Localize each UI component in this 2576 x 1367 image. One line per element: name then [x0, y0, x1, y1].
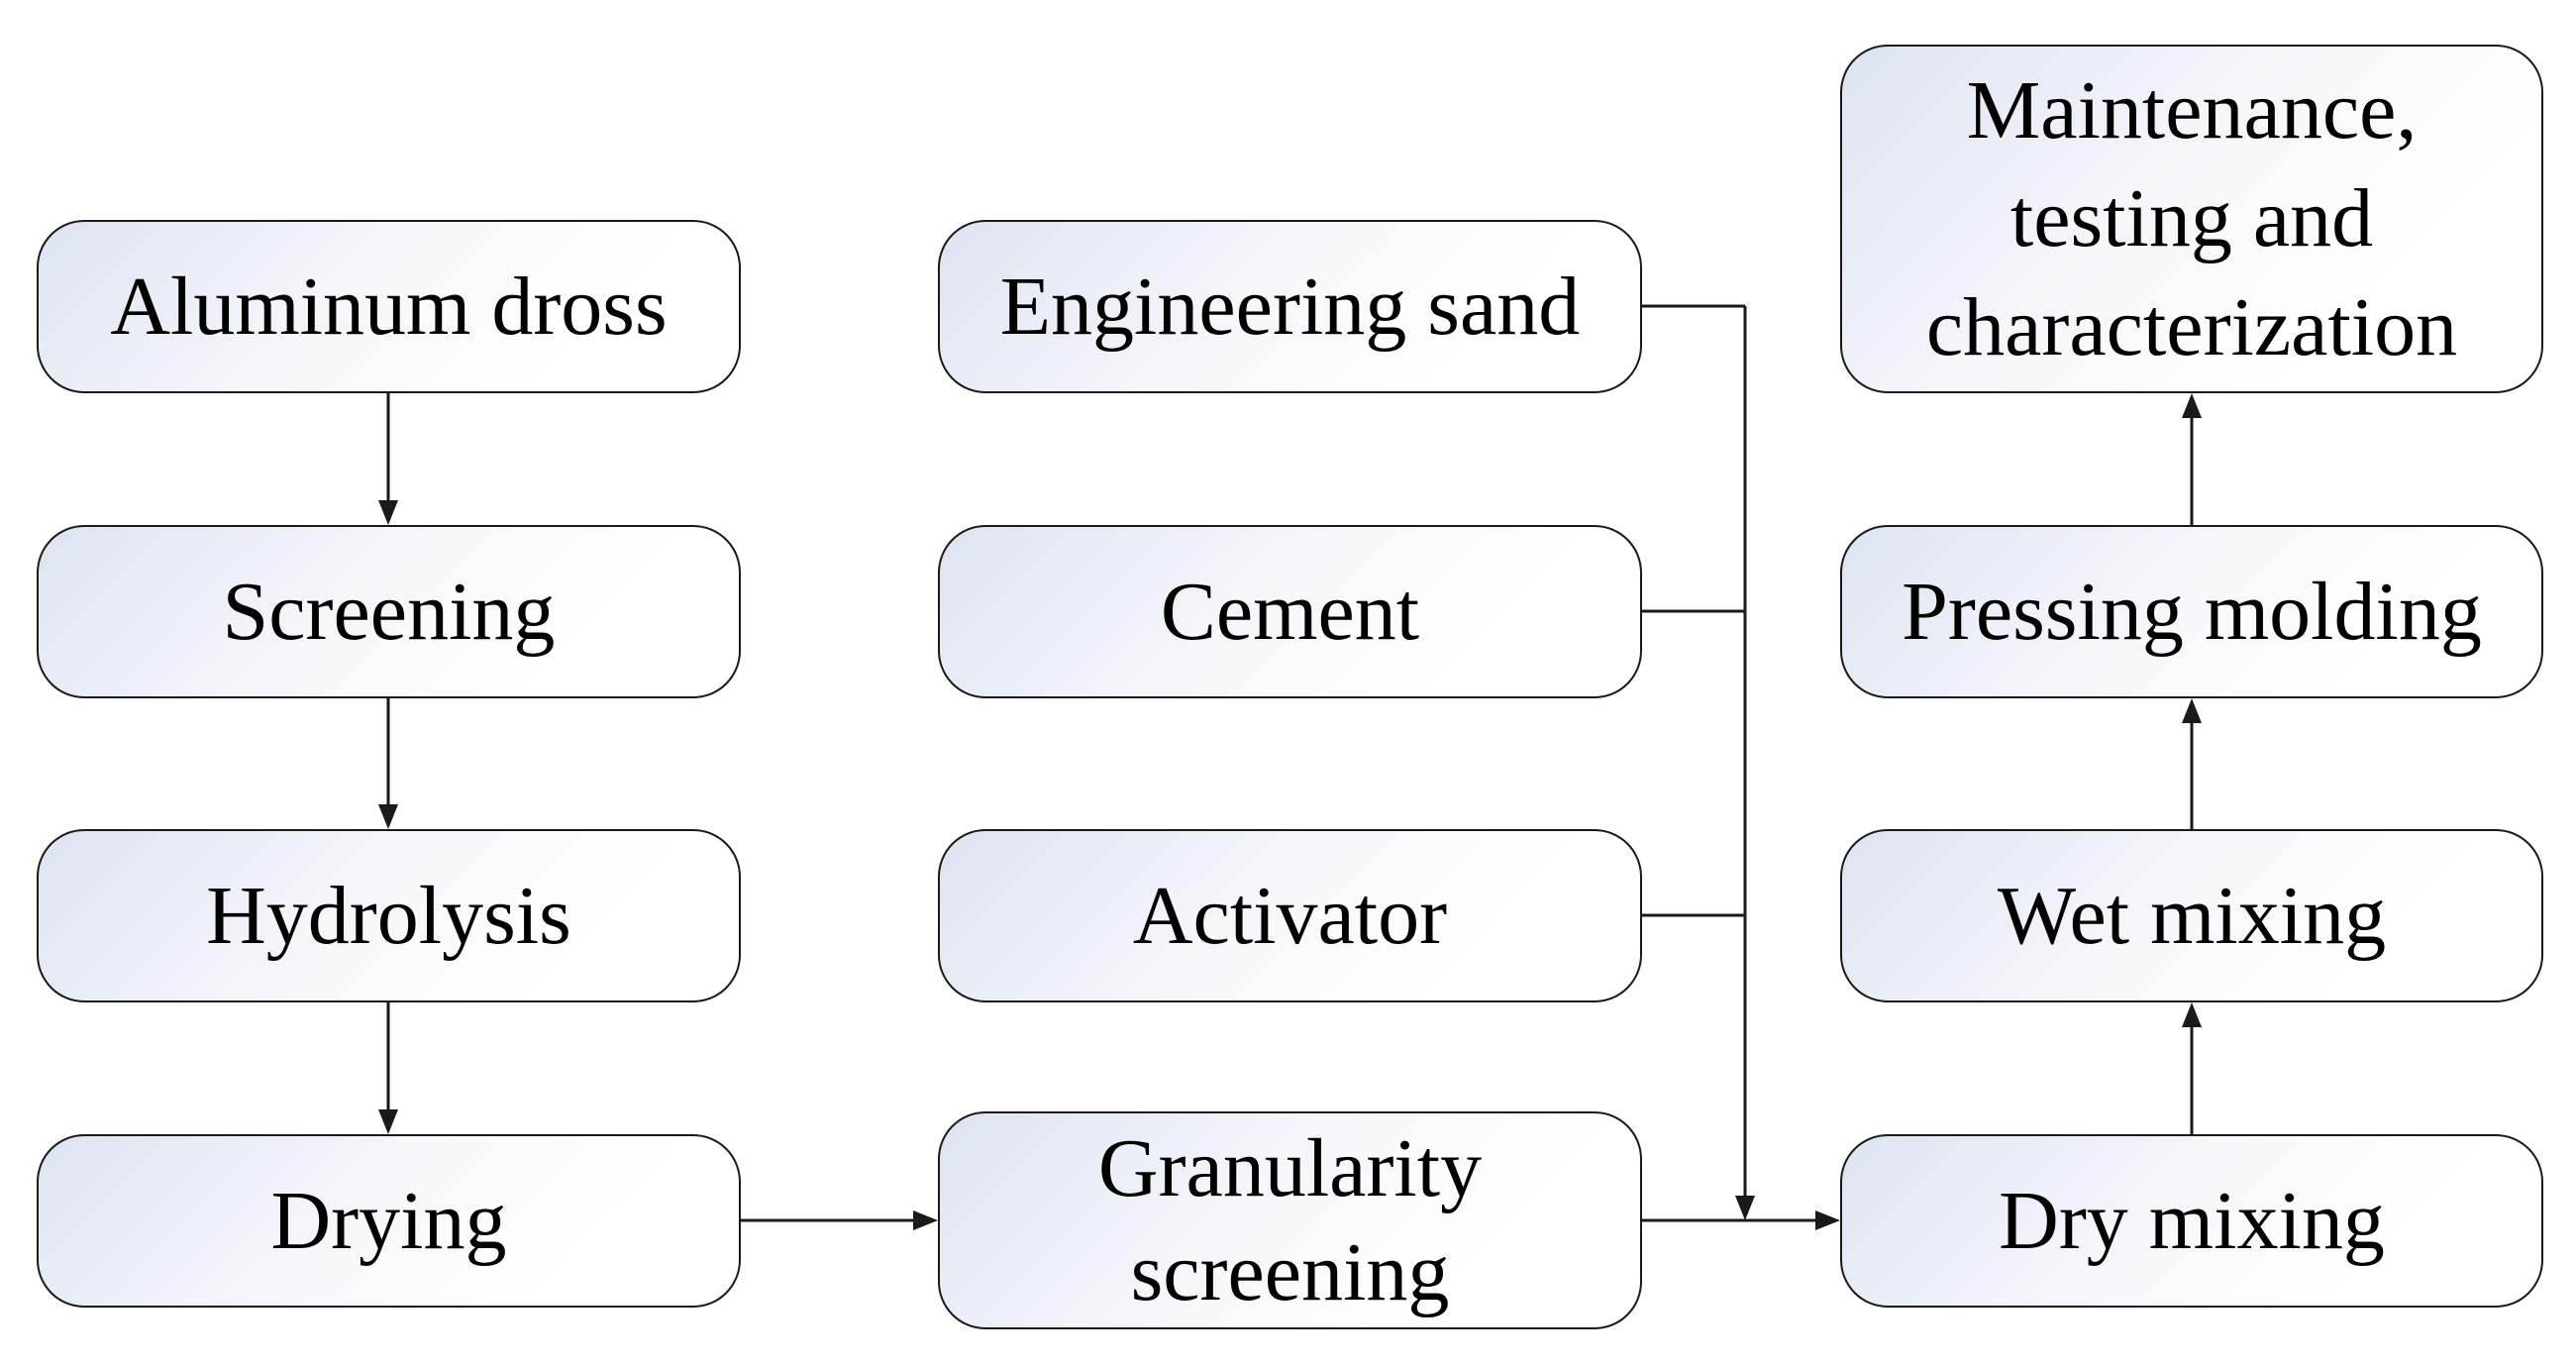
node-engineering-sand: Engineering sand	[938, 220, 1642, 393]
node-label-line: Maintenance,	[1966, 64, 2418, 158]
node-pressing-molding: Pressing molding	[1840, 525, 2543, 698]
node-label: Activator	[1132, 869, 1448, 962]
arrowhead	[378, 1109, 398, 1134]
node-label: Dry mixing	[1999, 1174, 2385, 1267]
arrowhead	[2182, 698, 2202, 723]
node-label: Screening	[222, 565, 556, 658]
node-cement: Cement	[938, 525, 1642, 698]
arrowhead	[2182, 393, 2202, 418]
node-label: Drying	[270, 1174, 507, 1267]
node-label: Wet mixing	[1997, 869, 2387, 962]
node-label: Pressing molding	[1902, 565, 2482, 658]
node-label: Aluminum dross	[110, 260, 668, 353]
node-drying: Drying	[37, 1134, 741, 1308]
arrowhead	[913, 1210, 938, 1230]
node-label-line: testing and	[2009, 172, 2374, 265]
node-label: Cement	[1160, 565, 1420, 658]
node-screening: Screening	[37, 525, 741, 698]
node-aluminum-dross: Aluminum dross	[37, 220, 741, 393]
arrowhead	[378, 804, 398, 829]
arrowhead	[1815, 1210, 1840, 1230]
node-dry-mixing: Dry mixing	[1840, 1134, 2543, 1308]
node-granularity-screening: Granularity screening	[938, 1111, 1642, 1329]
arrowhead	[378, 500, 398, 525]
node-wet-mixing: Wet mixing	[1840, 829, 2543, 1002]
node-label-line: Granularity	[1097, 1122, 1483, 1214]
node-label: Hydrolysis	[206, 869, 571, 962]
node-label: Engineering sand	[999, 260, 1581, 353]
node-label-line: screening	[1130, 1226, 1450, 1318]
arrowhead	[1735, 1196, 1755, 1220]
arrowhead	[2182, 1002, 2202, 1027]
node-maintenance-testing: Maintenance, testing and characterizatio…	[1840, 45, 2543, 393]
node-activator: Activator	[938, 829, 1642, 1002]
node-hydrolysis: Hydrolysis	[37, 829, 741, 1002]
node-label-line: characterization	[1925, 280, 2458, 373]
